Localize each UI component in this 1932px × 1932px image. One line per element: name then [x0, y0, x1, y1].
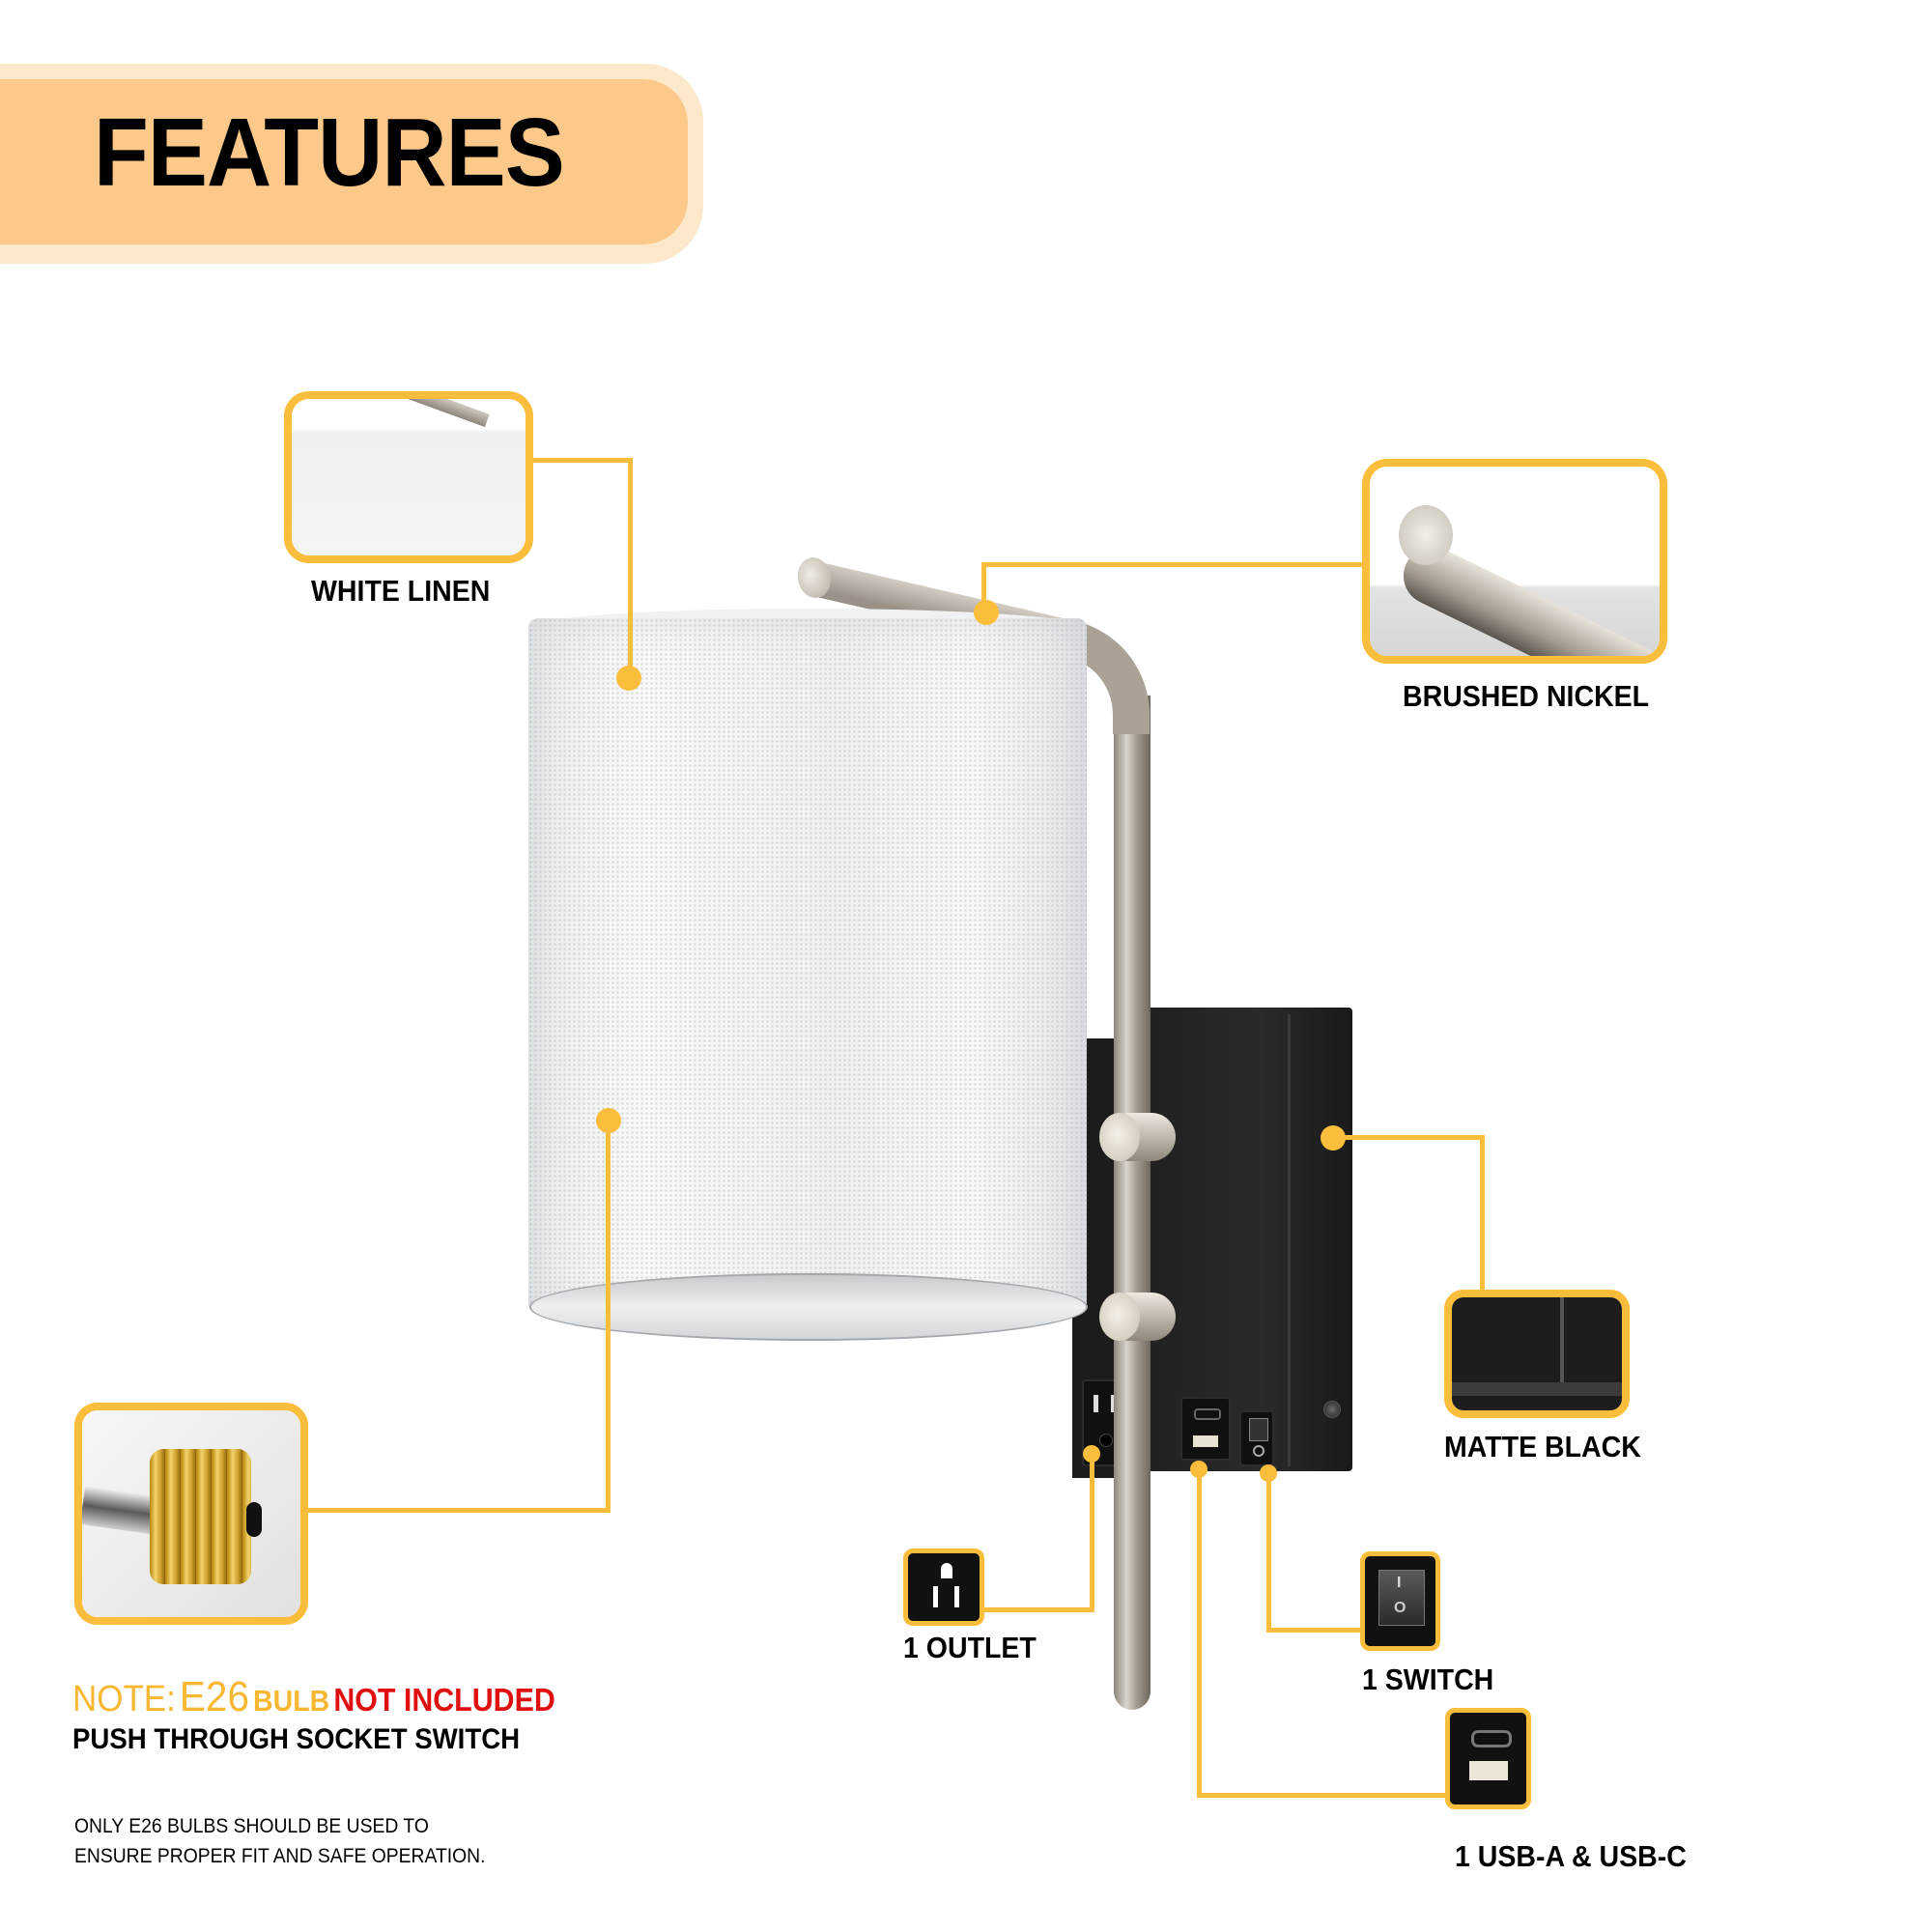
callout-dot	[616, 666, 641, 691]
plate-rocker-switch	[1239, 1410, 1274, 1466]
usb-a-icon	[1469, 1761, 1508, 1780]
screw-icon	[1323, 1401, 1341, 1418]
callout-dot	[1321, 1125, 1346, 1151]
bulb-note: NOTE: E26 BULB NOT INCLUDED	[72, 1676, 555, 1719]
callout-switch-thumbnail: I O	[1360, 1551, 1440, 1651]
label-brushed-nickel: BRUSHED NICKEL	[1403, 679, 1650, 713]
label-matte-black: MATTE BLACK	[1444, 1430, 1641, 1463]
usb-a-icon	[1193, 1435, 1218, 1447]
rocker-icon	[1249, 1418, 1268, 1441]
disclaimer-line-1: ONLY E26 BULBS SHOULD BE USED TO	[74, 1815, 429, 1837]
arm-end-cap-detail	[1399, 505, 1453, 565]
knob-cap	[1099, 1113, 1140, 1161]
outlet-slot-icon	[933, 1586, 938, 1607]
callout-dot	[1190, 1461, 1208, 1478]
knob-cap	[1099, 1293, 1140, 1341]
usb-c-icon	[1194, 1408, 1221, 1420]
note-subline: PUSH THROUGH SOCKET SWITCH	[72, 1723, 521, 1755]
connector-line	[307, 1508, 611, 1513]
switch-off-mark-icon	[1253, 1445, 1264, 1457]
connector-line	[981, 562, 1364, 567]
switch-off-glyph: O	[1394, 1600, 1406, 1616]
callout-white-linen-thumbnail	[284, 391, 533, 563]
plate-usb-port	[1180, 1397, 1231, 1461]
note-prefix: NOTE:	[72, 1679, 176, 1719]
mount-plate	[1121, 1008, 1352, 1471]
outlet-slot-icon	[1111, 1395, 1116, 1412]
callout-e26-socket-thumbnail	[74, 1403, 308, 1625]
connector-line	[1480, 1135, 1485, 1290]
callout-outlet-thumbnail	[903, 1548, 984, 1626]
socket-contact-detail	[246, 1502, 262, 1537]
label-usb: 1 USB-A & USB-C	[1455, 1839, 1687, 1873]
linen-shade-thumbnail-icon	[292, 399, 526, 555]
mount-plate-edge	[1288, 1014, 1291, 1466]
callout-dot	[596, 1108, 621, 1133]
callout-matte-black-thumbnail	[1444, 1290, 1630, 1418]
connector-line	[1090, 1449, 1094, 1611]
connector-line	[1266, 1468, 1271, 1633]
label-white-linen: WHITE LINEN	[311, 574, 491, 608]
label-switch: 1 SWITCH	[1362, 1662, 1494, 1696]
callout-dot	[1083, 1445, 1100, 1463]
connector-line	[1323, 1135, 1484, 1140]
callout-dot	[1260, 1464, 1277, 1482]
callout-usb-thumbnail	[1445, 1708, 1531, 1809]
connector-line	[981, 562, 986, 611]
note-bulb-word: BULB	[253, 1684, 330, 1718]
connector-line	[529, 458, 632, 463]
page-title: FEATURES	[94, 99, 565, 207]
callout-brushed-nickel-thumbnail	[1362, 459, 1667, 664]
outlet-ground-icon	[941, 1563, 952, 1578]
outlet-ground-icon	[1099, 1434, 1113, 1447]
rocker-icon: I O	[1378, 1570, 1425, 1626]
disclaimer-line-2: ENSURE PROPER FIT AND SAFE OPERATION.	[74, 1845, 486, 1867]
plate-bottom-detail	[1452, 1382, 1622, 1396]
switch-on-glyph: I	[1397, 1575, 1402, 1591]
sconce-pole	[1114, 696, 1151, 1710]
note-not-included: NOT INCLUDED	[333, 1682, 555, 1718]
callout-dot	[974, 600, 999, 625]
brass-thread-detail	[150, 1449, 251, 1584]
header-banner	[0, 79, 688, 244]
shade-bottom-opening	[529, 1273, 1088, 1341]
connector-line	[1197, 1793, 1446, 1798]
connector-line	[978, 1607, 1094, 1612]
connector-line	[1197, 1468, 1202, 1797]
connector-line	[606, 1121, 611, 1512]
usb-c-icon	[1471, 1730, 1512, 1747]
label-outlet: 1 OUTLET	[903, 1631, 1037, 1664]
outlet-slot-icon	[954, 1586, 959, 1607]
connector-line	[1266, 1628, 1361, 1633]
lamp-shade	[528, 618, 1087, 1314]
plate-edge-detail	[1560, 1297, 1564, 1389]
connector-line	[628, 458, 633, 678]
note-bulb-type: E26	[179, 1673, 249, 1720]
outlet-slot-icon	[1094, 1395, 1098, 1412]
